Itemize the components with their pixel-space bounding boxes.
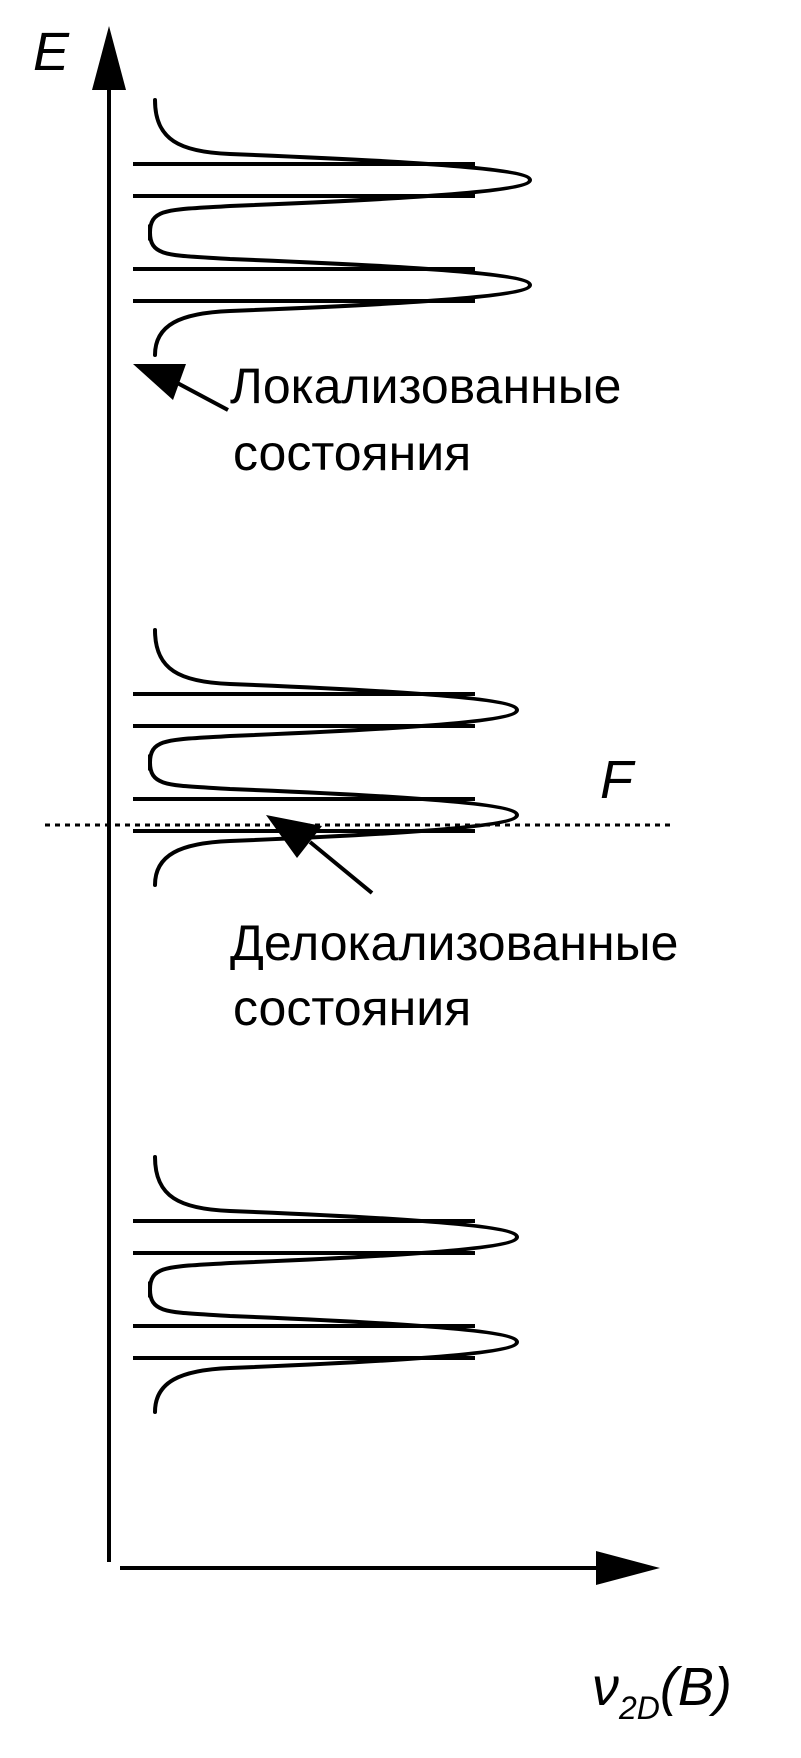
- localized-pointer-arrowhead: [133, 364, 186, 400]
- dos-envelope-curve: [148, 98, 532, 357]
- dos-envelope-curve: [148, 1155, 519, 1414]
- dos-axis-label: ν2D(B): [592, 1657, 732, 1726]
- dos-axis-arrowhead: [596, 1551, 660, 1585]
- localized-states-label-line2: состояния: [233, 425, 471, 481]
- dos-envelope-curve: [148, 628, 519, 887]
- dos-axis-label-sub: 2D: [618, 1690, 660, 1726]
- dos-axis-label-arg: (B): [660, 1657, 732, 1717]
- landau-level-group: [133, 98, 532, 357]
- energy-axis-arrowhead: [92, 26, 126, 90]
- fermi-level-label: F: [600, 750, 636, 810]
- delocalized-states-label-line1: Делокализованные: [230, 915, 678, 971]
- delocalized-pointer-line: [308, 840, 374, 895]
- landau-level-group: [133, 628, 519, 887]
- dos-axis-label-main: ν: [592, 1657, 619, 1717]
- landau-level-group: [133, 1155, 519, 1414]
- landau-levels: [133, 98, 532, 1414]
- energy-axis-label: E: [33, 22, 70, 82]
- localized-states-label-line1: Локализованные: [230, 358, 621, 414]
- delocalized-pointer-arrowhead: [266, 815, 322, 858]
- delocalized-states-label-line2: состояния: [233, 980, 471, 1036]
